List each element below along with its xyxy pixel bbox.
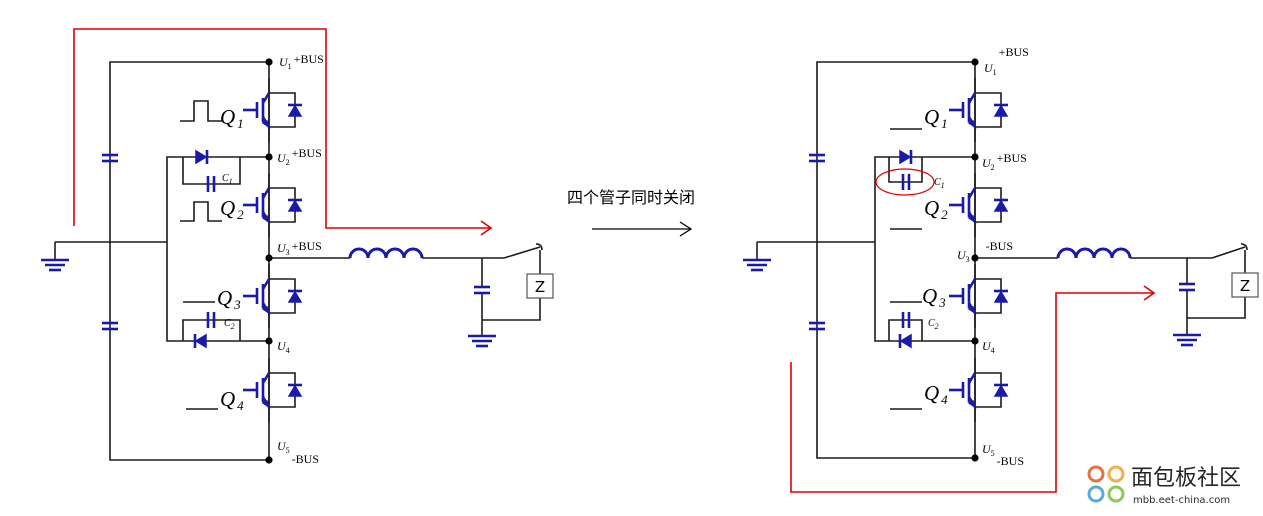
- c2-label: C2: [224, 318, 235, 331]
- node-u4: U4: [277, 339, 290, 355]
- igbt-q3: [947, 262, 1010, 330]
- load-label: Z: [535, 278, 545, 296]
- current-path: [790, 292, 1153, 493]
- node-u4: U4: [982, 339, 995, 355]
- inductor: [1056, 247, 1132, 259]
- ground-icon: [39, 258, 71, 272]
- node-u5: U5-BUS: [277, 439, 319, 466]
- node-u3: U3+BUS: [277, 239, 322, 257]
- gate-pulse-q1: [180, 100, 222, 122]
- watermark-url: mbb.eet-china.com: [1133, 495, 1230, 506]
- node-u2: U2+BUS: [277, 146, 322, 167]
- node-u1: U1+BUS: [279, 52, 324, 71]
- igbt-q1: [947, 76, 1010, 144]
- watermark-name: 面包板社区: [1131, 466, 1241, 491]
- load-label: Z: [1240, 277, 1250, 295]
- node-u3: U3-BUS: [957, 239, 1013, 264]
- node-u5: U5-BUS: [982, 442, 1024, 468]
- current-path-arrowhead: [480, 220, 493, 236]
- watermark: 面包板社区 mbb.eet-china.com: [1087, 465, 1241, 506]
- igbt-q4: [947, 356, 1010, 424]
- igbt-q1: [241, 76, 304, 144]
- c1-label: C1: [934, 177, 945, 190]
- ground-icon: [741, 258, 773, 272]
- igbt-q2: [947, 171, 1010, 239]
- load-box: [1231, 272, 1259, 298]
- gate-pulse-q2: [180, 201, 222, 222]
- c1-label: C1: [222, 173, 233, 186]
- c1-highlight-circle: [875, 168, 935, 196]
- ground-icon: [466, 334, 498, 348]
- caption: 四个管子同时关闭: [567, 189, 695, 207]
- node-u1: U1+BUS: [984, 45, 1029, 77]
- load-box: [526, 273, 554, 299]
- igbt-q2: [241, 171, 304, 239]
- ground-icon: [1171, 333, 1203, 347]
- node-u2: U2+BUS: [982, 151, 1027, 172]
- igbt-q3: [241, 262, 304, 330]
- inductor: [348, 247, 424, 259]
- current-path-arrowhead: [1143, 285, 1156, 301]
- watermark-logo-icon: [1087, 465, 1125, 503]
- current-path: [73, 28, 490, 229]
- igbt-q4: [241, 356, 304, 424]
- c2-label: C2: [928, 318, 939, 331]
